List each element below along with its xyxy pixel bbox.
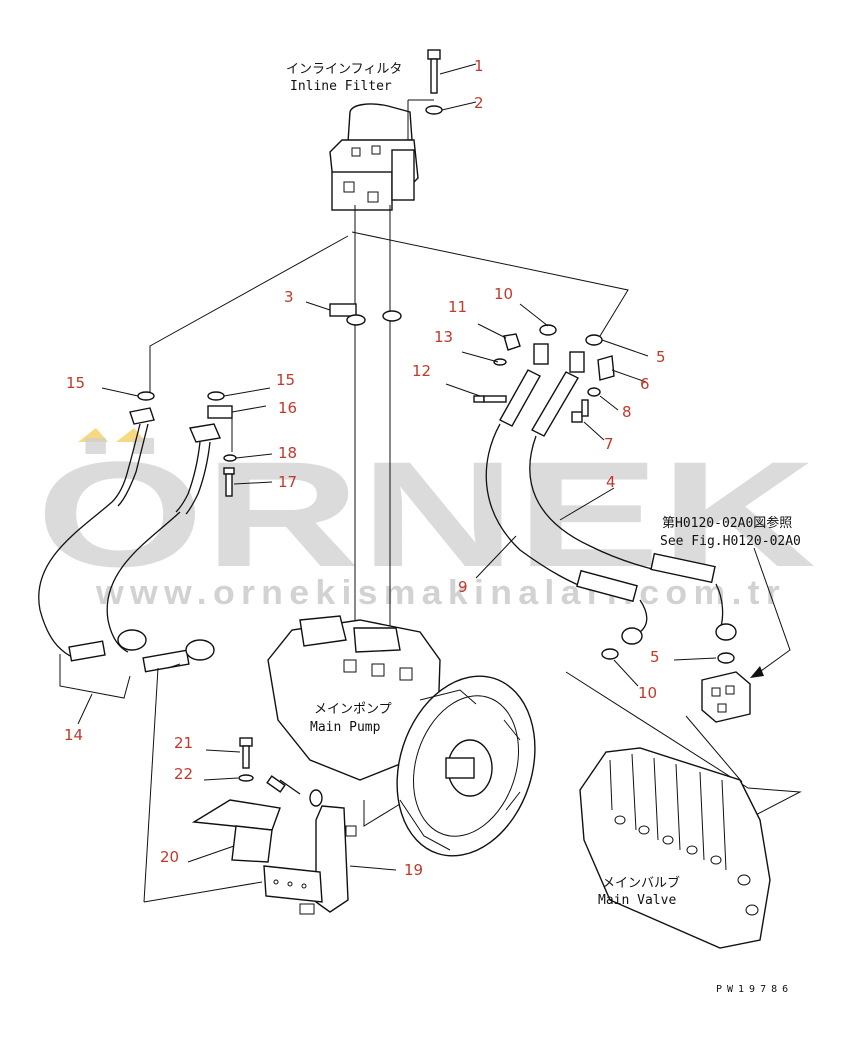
ref-block [701, 671, 751, 723]
inline-filter [329, 99, 434, 211]
callout-13: 13 [434, 328, 453, 346]
o-ring-part-15-right [207, 391, 225, 401]
callout-18: 18 [278, 444, 297, 462]
watermark-accent-right [116, 428, 146, 442]
drawing-code: PW19786 [716, 984, 793, 995]
callout-9: 9 [458, 578, 468, 596]
bolt-part-1 [427, 49, 441, 94]
callout-5-upper: 5 [656, 348, 666, 366]
bolt-part-21 [239, 737, 253, 769]
callout-14: 14 [64, 726, 83, 744]
main-valve-label-en: Main Valve [598, 893, 676, 908]
ref-label-en: See Fig.H0120-02A0 [660, 534, 801, 549]
callout-8: 8 [622, 403, 632, 421]
callout-11: 11 [448, 298, 467, 316]
callout-6: 6 [640, 375, 650, 393]
callout-16: 16 [278, 399, 297, 417]
callout-7: 7 [604, 435, 614, 453]
ref-label-jp: 第H0120-02A0図参照 [662, 515, 792, 531]
washer-part-2 [425, 105, 443, 115]
callout-10-upper: 10 [494, 285, 513, 303]
callout-22: 22 [174, 765, 193, 783]
bracket-part-19 [263, 775, 357, 915]
main-pump-label-jp: メインポンプ [314, 702, 392, 717]
main-pump-label-en: Main Pump [310, 720, 381, 735]
callout-2: 2 [474, 94, 484, 112]
inline-filter-label-jp: インラインフィルタ [286, 62, 402, 77]
hose-left-1 [38, 407, 155, 657]
callout-15-right: 15 [276, 371, 295, 389]
o-ring-part-15-left [137, 391, 155, 401]
callout-10-lower: 10 [638, 684, 657, 702]
watermark-url: www.ornekismakinalari.com.tr [95, 574, 786, 612]
watermark-accent-left [78, 428, 108, 442]
hose-part-4 [529, 371, 737, 641]
main-valve [579, 747, 771, 949]
callout-20: 20 [160, 848, 179, 866]
callout-17: 17 [278, 473, 297, 491]
bracket-part-20 [191, 799, 281, 863]
callout-15-left: 15 [66, 374, 85, 392]
main-pump [267, 615, 536, 857]
main-valve-label-jp: メインバルブ [602, 875, 680, 891]
callout-1: 1 [474, 57, 484, 75]
callout-12: 12 [412, 362, 431, 380]
callout-19: 19 [404, 861, 423, 879]
hose-part-9 [485, 369, 648, 645]
callout-3: 3 [284, 288, 294, 306]
callout-21: 21 [174, 734, 193, 752]
watermark: ÖRNEK www.ornekismakinalari.com.tr [36, 428, 816, 612]
callout-5-lower: 5 [650, 648, 660, 666]
hose-left-2 [106, 423, 221, 653]
inline-filter-label-en: Inline Filter [290, 79, 392, 94]
callout-4: 4 [606, 473, 616, 491]
